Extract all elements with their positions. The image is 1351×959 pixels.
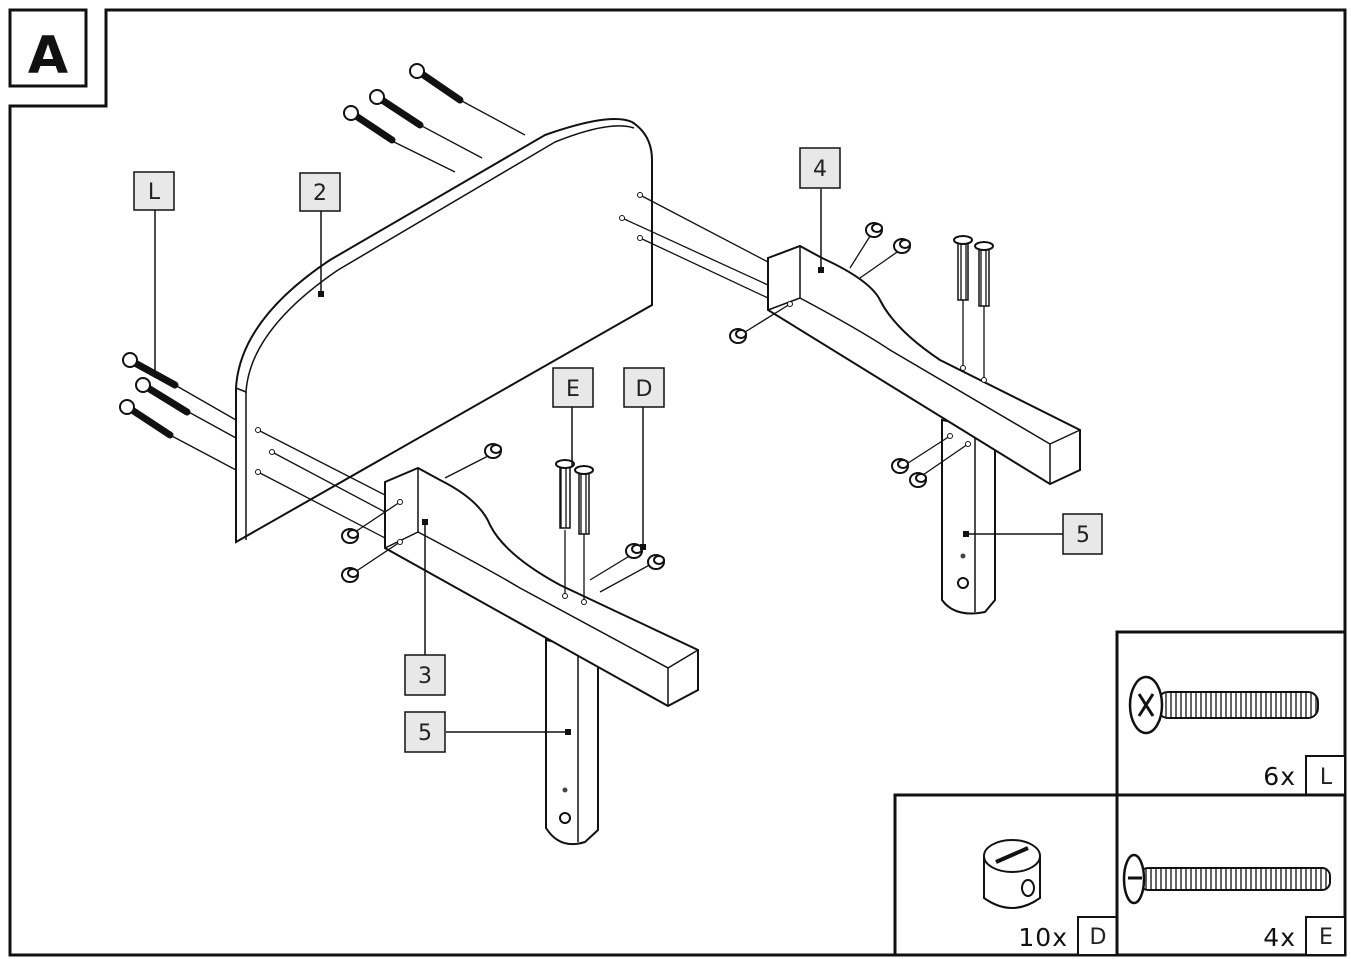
callout-label-2: 2 <box>299 172 341 212</box>
nut-icon <box>865 222 883 238</box>
callout-leaders <box>154 189 1063 733</box>
left-rail <box>384 466 699 846</box>
label-text: 5 <box>1076 523 1090 548</box>
nut-icon <box>341 567 359 583</box>
callout-label-5-left: 5 <box>404 711 446 753</box>
hardware-code-l: L <box>1320 765 1333 790</box>
bolt-icon <box>555 459 575 529</box>
headboard-panel <box>235 117 653 544</box>
hardware-code-d: D <box>1090 925 1107 950</box>
callout-label-5-right: 5 <box>1062 513 1103 555</box>
bolt-l-icon <box>1128 675 1319 735</box>
barrel-nuts <box>341 222 927 583</box>
label-text: E <box>566 377 580 402</box>
callout-label-D: D <box>623 367 665 408</box>
barrel-nut-icon <box>983 839 1041 909</box>
label-text: 4 <box>813 157 827 182</box>
page-frame <box>8 8 1347 957</box>
label-text: D <box>636 377 653 402</box>
bolt-icon <box>135 377 191 416</box>
callout-anchors <box>318 267 969 735</box>
nut-icon <box>625 543 643 559</box>
bolt-icon <box>953 235 973 301</box>
bolt-icon <box>409 63 464 104</box>
bolt-icon <box>343 105 396 144</box>
hole-dots <box>255 192 987 605</box>
callout-label-4: 4 <box>799 147 841 189</box>
bolt-icon <box>119 399 174 439</box>
label-text: 3 <box>418 664 432 689</box>
label-text: L <box>148 180 161 205</box>
label-text: 2 <box>313 181 327 206</box>
label-text: 5 <box>418 721 432 746</box>
nut-icon <box>341 528 359 544</box>
right-rail <box>767 244 1081 615</box>
bolt-e-icon <box>1122 853 1331 905</box>
bolt-icon <box>974 241 994 307</box>
callout-label-3: 3 <box>404 654 446 696</box>
hardware-code-e: E <box>1319 925 1333 950</box>
bolts-e <box>555 235 994 535</box>
nut-icon <box>909 472 927 488</box>
nut-icon <box>647 554 665 570</box>
callout-label-E: E <box>552 367 594 408</box>
step-letter: A <box>28 26 68 86</box>
nut-icon <box>891 458 909 474</box>
bolt-icon <box>574 465 594 535</box>
hardware-qty-l: 6x <box>1263 762 1296 791</box>
hardware-qty-e: 4x <box>1263 923 1296 952</box>
nut-icon <box>893 238 911 254</box>
nut-icon <box>484 443 502 459</box>
nut-icon <box>729 328 747 344</box>
step-badge <box>8 8 88 88</box>
bolt-icon <box>369 89 424 129</box>
assembly-guide-lines <box>169 99 985 602</box>
callout-label-L: L <box>133 171 175 211</box>
hardware-qty-d: 10x <box>1018 923 1068 952</box>
hardware-legend: L 6x D 10x E 4x <box>893 630 1347 957</box>
